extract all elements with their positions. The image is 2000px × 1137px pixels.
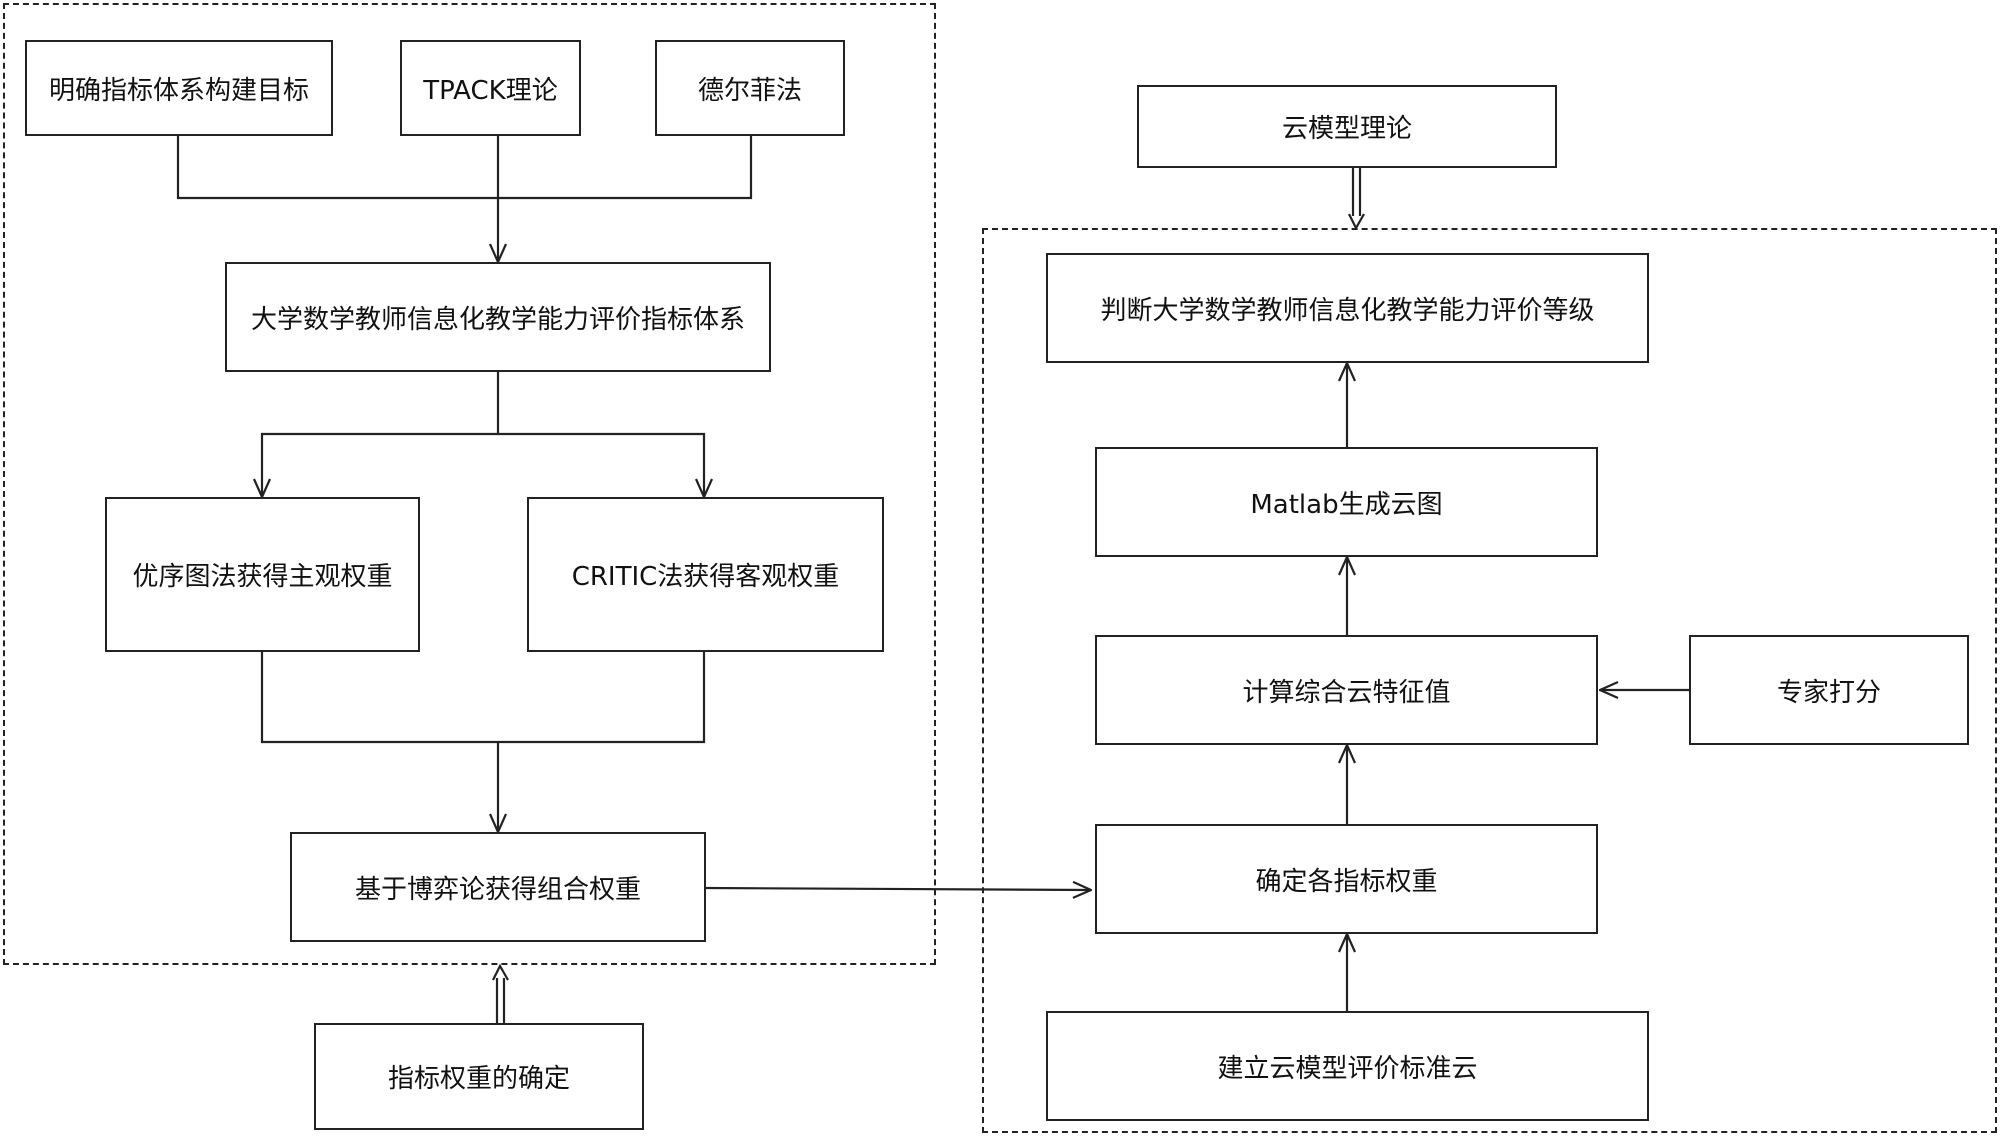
node-goal: 明确指标体系构建目标 — [25, 40, 333, 136]
weight-group-frame — [3, 3, 936, 965]
node-matlab-cloud: Matlab生成云图 — [1095, 447, 1598, 557]
connector-subjective — [260, 652, 498, 744]
node-expert-scoring: 专家打分 — [1689, 635, 1969, 745]
connector-split-right — [498, 432, 704, 497]
node-standard-cloud: 建立云模型评价标准云 — [1046, 1011, 1649, 1121]
node-cloud-model-theory: 云模型理论 — [1137, 85, 1557, 168]
node-compute-cloud-features: 计算综合云特征值 — [1095, 635, 1598, 745]
node-tpack: TPACK理论 — [400, 40, 581, 136]
node-weight-determination: 指标权重的确定 — [314, 1023, 644, 1130]
node-indicator-system: 大学数学教师信息化教学能力评价指标体系 — [225, 262, 771, 372]
cloud-model-group-frame — [982, 228, 1997, 1133]
node-game-theory-weight: 基于博弈论获得组合权重 — [290, 832, 706, 942]
double-arrow-cloud-theory — [1348, 168, 1365, 231]
connector-split — [262, 372, 500, 497]
node-judge-level: 判断大学数学教师信息化教学能力评价等级 — [1046, 253, 1649, 363]
node-delphi: 德尔菲法 — [655, 40, 845, 136]
connector-goal — [176, 136, 498, 200]
connector-critic — [498, 652, 706, 744]
node-critic-weight: CRITIC法获得客观权重 — [527, 497, 884, 652]
connector-delphi — [498, 136, 753, 200]
node-subjective-weight: 优序图法获得主观权重 — [105, 497, 420, 652]
node-determine-weights: 确定各指标权重 — [1095, 824, 1598, 934]
arrow-game-to-determine — [705, 888, 1091, 890]
double-arrow-weight-determination — [492, 963, 509, 1023]
